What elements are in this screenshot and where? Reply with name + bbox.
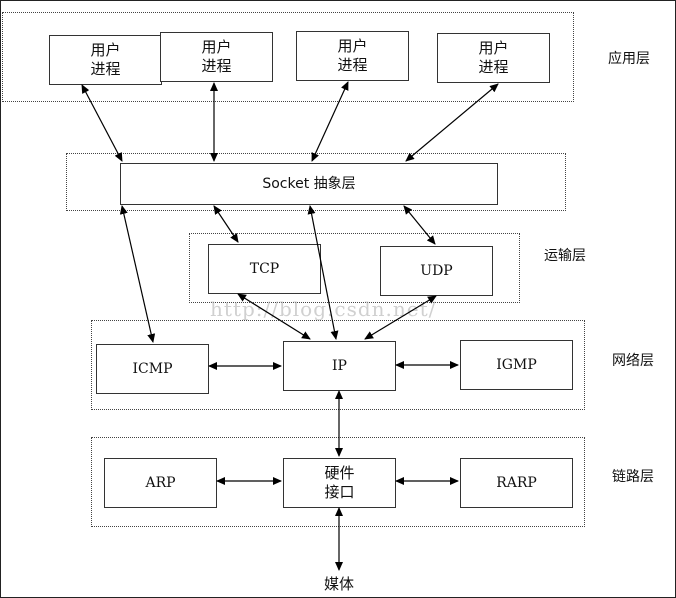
transport-layer-region [189,233,520,303]
tcp-label: TCP [249,260,280,277]
application-layer-region [2,12,574,102]
link-layer-label: 链路层 [612,469,654,485]
igmp-label: IGMP [496,356,537,373]
transport-layer-label: 运输层 [544,248,586,264]
hardware-interface-label: 硬件 接口 [324,464,355,501]
user-process-label: 用户 进程 [478,39,509,76]
arrow-udp-ip [364,295,437,340]
hardware-interface-box: 硬件 接口 [283,458,396,508]
arp-box: ARP [104,458,217,508]
socket-label: Socket 抽象层 [262,175,356,192]
udp-box: UDP [380,246,493,296]
user-process-label: 用户 进程 [337,37,368,74]
user-process-label: 用户 进程 [201,38,232,75]
icmp-label: ICMP [132,360,173,377]
arrow-process4-socket [405,83,499,162]
arrow-socket-udp [403,205,436,245]
arrow-socket-tcp [213,205,239,243]
network-layer-label: 网络层 [612,353,654,369]
arp-label: ARP [145,474,176,491]
user-process-box-1: 用户 进程 [49,35,162,85]
arrow-socket-ip [307,205,339,340]
arrow-tcp-ip [237,293,311,340]
udp-label: UDP [420,262,453,279]
tcp-box: TCP [208,244,321,294]
arrow-socket-icmp [119,205,156,343]
user-process-box-3: 用户 进程 [296,31,409,81]
application-layer-label: 应用层 [608,51,650,67]
user-process-box-2: 用户 进程 [160,32,273,82]
icmp-box: ICMP [96,344,209,394]
socket-abstraction-box: Socket 抽象层 [120,163,498,205]
user-process-label: 用户 进程 [90,41,121,78]
media-label: 媒体 [324,575,355,593]
arrow-process3-socket [311,81,349,162]
rarp-box: RARP [460,458,573,508]
ip-label: IP [332,357,347,374]
arrow-process1-socket [81,84,123,162]
rarp-label: RARP [496,474,537,491]
user-process-box-4: 用户 进程 [437,33,550,83]
igmp-box: IGMP [460,340,573,390]
